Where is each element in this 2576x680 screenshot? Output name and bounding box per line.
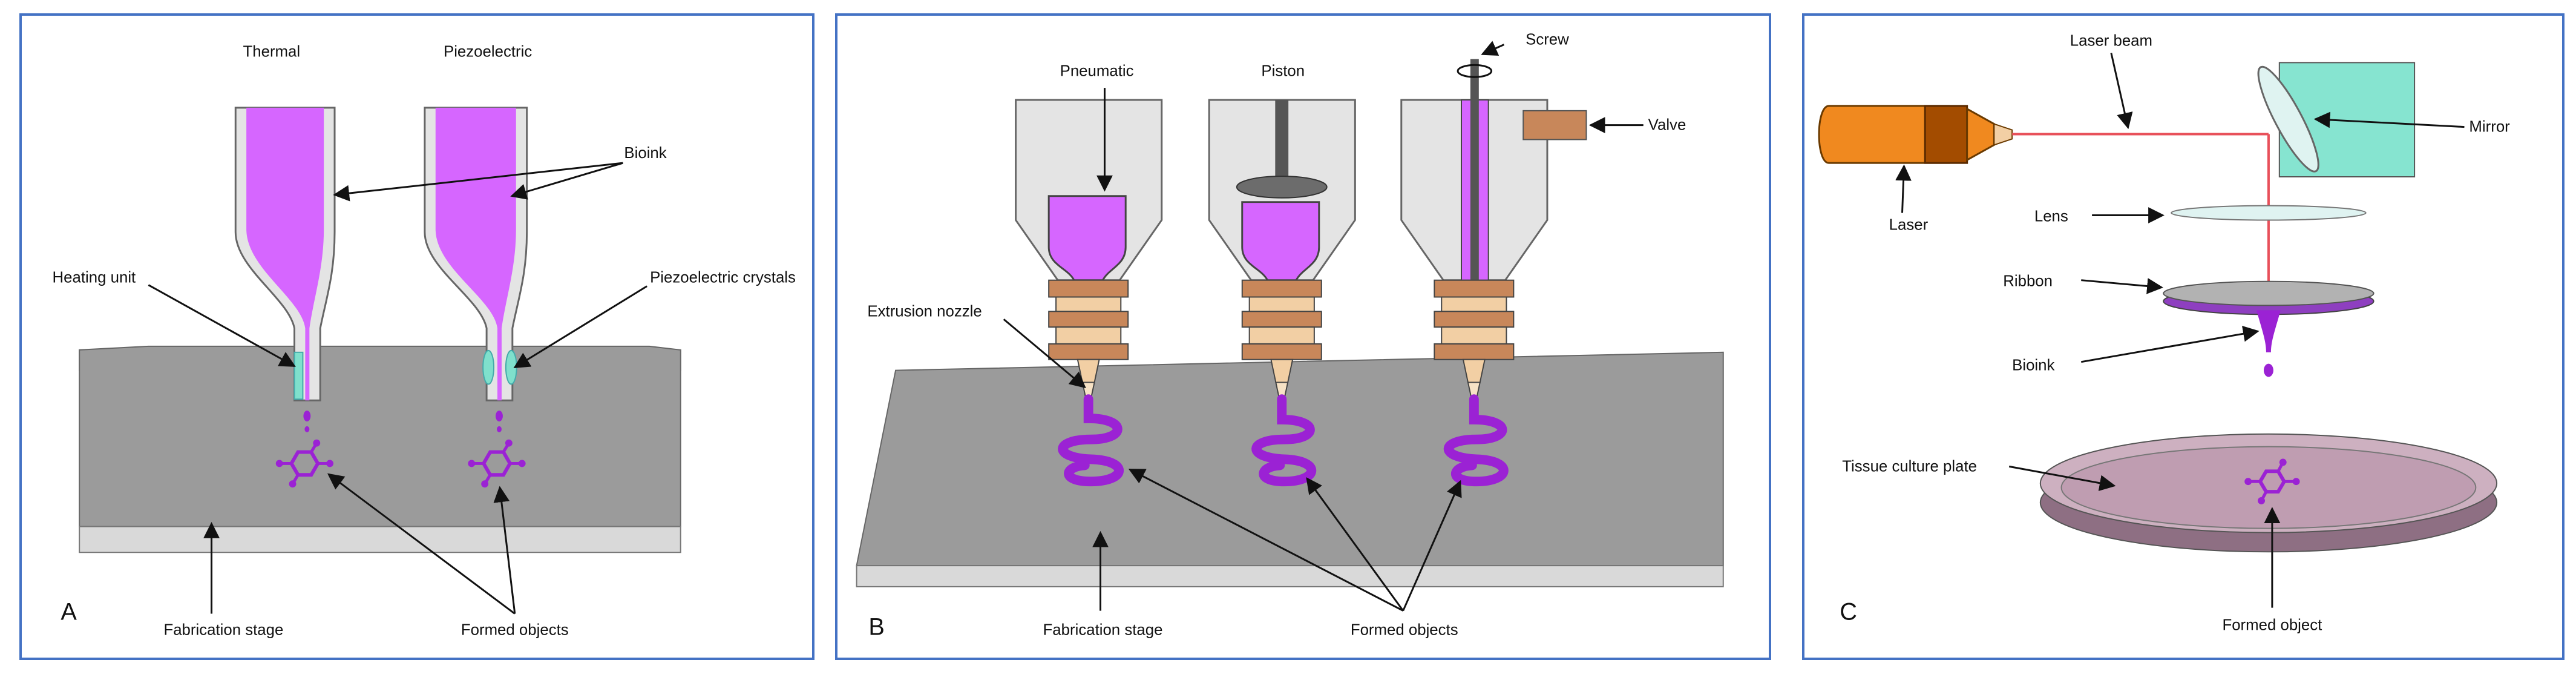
leader-arrows-c — [1895, 53, 2465, 608]
formed-object-c — [2244, 458, 2300, 504]
label-lens: Lens — [2034, 208, 2068, 225]
formed-object-a1 — [275, 439, 334, 488]
thermal-nozzle — [234, 107, 336, 432]
label-heating-unit: Heating unit — [53, 269, 136, 286]
label-piston: Piston — [1261, 62, 1305, 79]
label-pneumatic: Pneumatic — [1060, 62, 1134, 79]
label-piezoelectric: Piezoelectric — [444, 43, 532, 60]
screw-syringe — [1400, 59, 1587, 400]
piezoelectric-crystal-left — [482, 349, 495, 385]
label-laser-beam: Laser beam — [2070, 33, 2152, 50]
label-ribbon: Ribbon — [2003, 273, 2053, 290]
panel-letter-b: B — [868, 613, 884, 640]
lens-element — [2171, 205, 2367, 221]
label-valve: Valve — [1648, 117, 1686, 134]
piston-syringe — [1208, 99, 1356, 400]
pneumatic-syringe — [1015, 99, 1163, 400]
tissue-culture-plate — [2039, 433, 2498, 553]
label-piezoelectric-crystals: Piezoelectric crystals — [650, 269, 796, 286]
label-fabrication-stage-b: Fabrication stage — [1043, 621, 1163, 638]
ribbon-element — [2163, 280, 2374, 377]
leader-arrows-b — [1003, 41, 1644, 612]
mirror-element — [2257, 65, 2319, 173]
panel-a-drawing: Thermal Piezoelectric Bioink Heating uni… — [53, 43, 796, 638]
label-tissue-culture-plate: Tissue culture plate — [1842, 458, 1977, 475]
label-formed-objects-b: Formed objects — [1351, 621, 1458, 638]
label-formed-objects-a: Formed objects — [461, 621, 569, 638]
label-laser: Laser — [1889, 216, 1929, 233]
formed-object-a2 — [468, 439, 526, 488]
formed-coils-b — [1058, 394, 1509, 487]
fabrication-stage-a — [79, 345, 681, 553]
panel-b-extrusion: Pneumatic Piston Screw Valve Extrusion n… — [835, 13, 1771, 660]
label-fabrication-stage-a: Fabrication stage — [163, 621, 283, 638]
panel-c-laser: Laser beam Mirror Laser Lens Ribbon Bioi… — [1802, 13, 2565, 660]
panel-letter-c: C — [1840, 598, 1857, 625]
panel-b-drawing: Pneumatic Piston Screw Valve Extrusion n… — [856, 31, 1724, 640]
leader-arrows-a — [148, 162, 647, 615]
panel-c-drawing: Laser beam Mirror Laser Lens Ribbon Bioi… — [1818, 33, 2510, 633]
valve-block — [1522, 110, 1587, 140]
label-bioink-c: Bioink — [2012, 357, 2054, 374]
label-screw: Screw — [1526, 31, 1569, 48]
laser-device — [1818, 105, 2013, 164]
panel-letter-a: A — [61, 598, 77, 625]
label-mirror: Mirror — [2469, 119, 2510, 136]
label-extrusion-nozzle: Extrusion nozzle — [867, 303, 982, 320]
heating-unit — [293, 351, 304, 400]
panel-a-inkjet: Thermal Piezoelectric Bioink Heating uni… — [19, 13, 814, 660]
label-bioink-a: Bioink — [624, 145, 666, 162]
label-thermal: Thermal — [243, 43, 301, 60]
label-formed-object-c: Formed object — [2222, 616, 2322, 633]
